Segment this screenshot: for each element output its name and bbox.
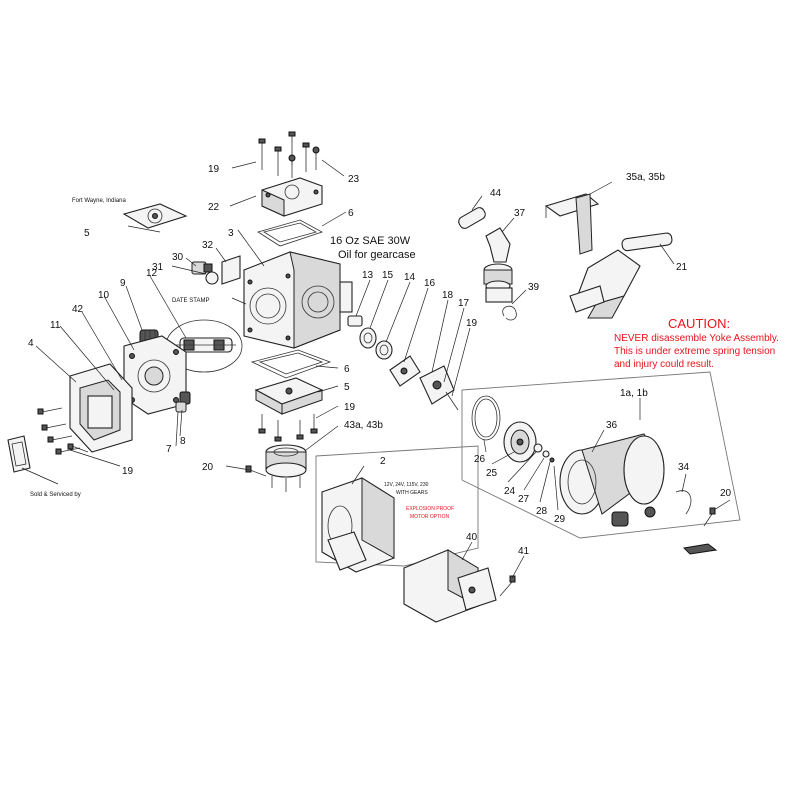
caution-block: CAUTION: NEVER disassemble Yoke Assembly… <box>614 316 779 370</box>
label-31: 31 <box>152 262 164 273</box>
label-37: 37 <box>514 208 526 219</box>
label-20-right: 20 <box>720 488 732 499</box>
label-4: 4 <box>28 338 34 349</box>
label-44: 44 <box>490 188 502 199</box>
label-10: 10 <box>98 290 110 301</box>
label-29: 29 <box>554 514 566 525</box>
decal-33 <box>7 435 31 473</box>
label-40: 40 <box>466 532 478 543</box>
caution-line3: and injury could result. <box>614 359 714 370</box>
label-19-top: 19 <box>208 164 220 175</box>
part-labels: 19 22 23 6 3 32 5 30 31 9 12 10 42 11 4 … <box>28 164 732 557</box>
label-6-top: 6 <box>348 208 354 219</box>
caution-line1: NEVER disassemble Yoke Assembly. <box>614 333 779 344</box>
bracket-35 <box>544 193 600 255</box>
label-26: 26 <box>474 454 486 465</box>
label-43: 43a, 43b <box>344 420 383 431</box>
label-5-left: 5 <box>84 228 90 239</box>
label-6-bottom: 6 <box>344 364 350 375</box>
label-14: 14 <box>404 272 416 283</box>
fitting-30-31 <box>191 261 219 285</box>
explosion-note-line1: EXPLOSION PROOF <box>406 506 454 512</box>
motor-2 <box>321 477 395 573</box>
nozzle-44-37 <box>458 207 513 303</box>
label-15: 15 <box>382 270 394 281</box>
front-screws <box>37 407 89 455</box>
caution-line2: This is under extreme spring tension <box>614 346 775 357</box>
label-19-left: 19 <box>122 466 134 477</box>
label-17: 17 <box>458 298 470 309</box>
label-42: 42 <box>72 304 84 315</box>
label-27: 27 <box>518 494 530 505</box>
fort-wayne-note: Fort Wayne, Indiana <box>72 198 126 204</box>
gasket-6-top <box>257 219 323 247</box>
main-housing-3 <box>243 251 353 349</box>
label-1a1b: 1a, 1b <box>620 388 648 399</box>
label-24: 24 <box>504 486 516 497</box>
parts-7-8 <box>175 391 191 413</box>
label-12: 12 <box>146 268 158 279</box>
clip-39 <box>502 305 517 321</box>
label-35: 35a, 35b <box>626 172 665 183</box>
small-parts-24-29 <box>533 443 555 463</box>
conduit-box-40 <box>403 549 497 623</box>
label-30: 30 <box>172 252 184 263</box>
motor-36 <box>559 433 665 527</box>
label-19-right: 19 <box>466 318 478 329</box>
bottom-screws <box>258 414 318 442</box>
leader-lines <box>21 159 731 579</box>
screw-20-right <box>703 513 713 527</box>
label-41: 41 <box>518 546 530 557</box>
label-36: 36 <box>606 420 618 431</box>
label-7: 7 <box>166 444 172 455</box>
label-9: 9 <box>120 278 126 289</box>
caution-title: CAUTION: <box>668 316 730 331</box>
detail-bottom-right <box>682 543 718 555</box>
oil-note-line1: 16 Oz SAE 30W <box>330 235 411 247</box>
fitting-43 <box>265 444 307 492</box>
label-39: 39 <box>528 282 540 293</box>
gasket-6-bottom <box>250 349 332 379</box>
explosion-note-line2: MOTOR OPTION <box>410 514 449 520</box>
label-22: 22 <box>208 202 220 213</box>
notes: 16 Oz SAE 30W Oil for gearcase DATE STAM… <box>30 198 454 520</box>
oil-note-line2: Oil for gearcase <box>338 249 416 261</box>
label-34: 34 <box>678 462 690 473</box>
label-19-bottom: 19 <box>344 402 356 413</box>
label-32: 32 <box>202 240 214 251</box>
plate-32 <box>221 255 241 285</box>
top-cover-22 <box>261 177 323 217</box>
motor-housing-box <box>461 371 741 539</box>
motor-note-line1: 12V, 24V, 115V, 230 <box>384 482 429 488</box>
label-11: 11 <box>50 320 61 331</box>
label-25: 25 <box>486 468 498 479</box>
decal-5 <box>122 203 188 229</box>
label-5-bottom: 5 <box>344 382 350 393</box>
label-13: 13 <box>362 270 374 281</box>
sold-serviced-note: Sold & Serviced by <box>30 492 81 498</box>
label-8: 8 <box>180 436 186 447</box>
label-18: 18 <box>442 290 454 301</box>
label-20-left: 20 <box>202 462 214 473</box>
label-16: 16 <box>424 278 436 289</box>
label-3: 3 <box>228 228 234 239</box>
cable-34 <box>675 490 692 515</box>
yoke-21 <box>569 232 673 319</box>
front-plate-4 <box>69 363 133 453</box>
bottom-plate-5 <box>254 377 324 415</box>
plate-25 <box>503 421 537 463</box>
label-21: 21 <box>676 262 688 273</box>
screws-20-left <box>245 465 267 477</box>
top-bolts <box>258 131 320 178</box>
oring-26 <box>471 395 501 441</box>
label-23-top: 23 <box>348 174 360 185</box>
date-stamp-note: DATE STAMP <box>172 298 209 304</box>
label-2: 2 <box>380 456 386 467</box>
screw-41 <box>499 581 513 597</box>
motor-note-line2: WITH GEARS <box>396 490 428 496</box>
label-28: 28 <box>536 506 548 517</box>
